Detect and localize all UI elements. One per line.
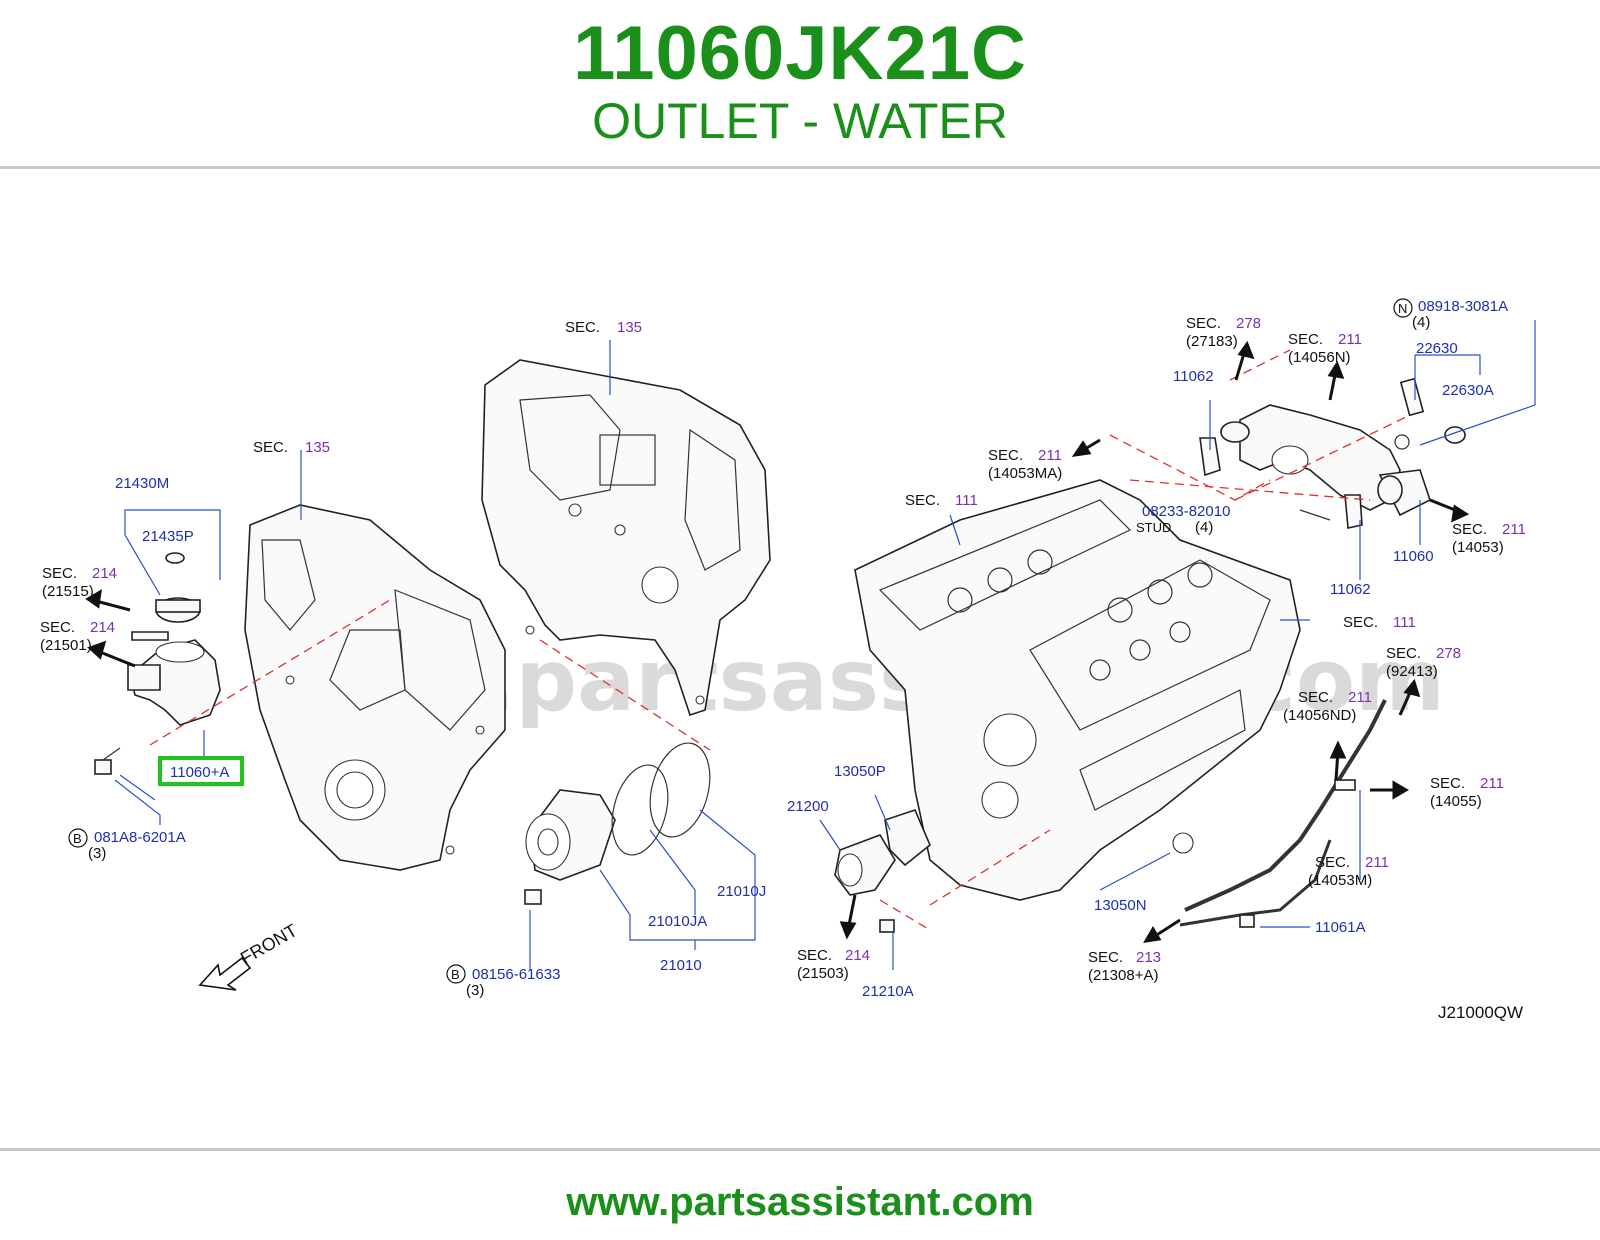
part-08918-3081A[interactable]: 08918-3081A [1418, 298, 1508, 315]
highlighted-part-label[interactable]: 11060+A [170, 764, 229, 781]
sec-word: SEC. [565, 319, 600, 336]
sec-211-b-sub: (14053MA) [988, 465, 1062, 482]
sec-211-c[interactable]: 211 [1502, 521, 1526, 538]
sec-word: SEC. [1386, 645, 1421, 662]
badge-n: N [1398, 301, 1407, 316]
sec-111-b[interactable]: 111 [1393, 614, 1416, 631]
sec-214-a-sub: (21515) [42, 583, 94, 600]
part-21010J[interactable]: 21010J [717, 883, 766, 900]
sec-word: SEC. [1430, 775, 1465, 792]
part-22630[interactable]: 22630 [1416, 340, 1458, 357]
b-badge-icon [446, 964, 466, 984]
part-11062-b[interactable]: 11062 [1330, 581, 1371, 598]
sec-213-sub: (21308+A) [1088, 967, 1158, 984]
sec-278-a[interactable]: 278 [1236, 315, 1261, 332]
sec-213[interactable]: 213 [1136, 949, 1161, 966]
footer-divider [0, 1148, 1600, 1151]
water-pipe-part [1172, 699, 1387, 928]
sec-135-lower[interactable]: 135 [305, 439, 330, 456]
part-11061A[interactable]: 11061A [1315, 919, 1366, 936]
upper-outlet-pipe-part [1199, 377, 1466, 529]
stud-label: STUD [1136, 520, 1171, 535]
sec-211-a[interactable]: 211 [1338, 331, 1362, 348]
sec-211-f[interactable]: 211 [1365, 854, 1389, 871]
leader-lines [114, 320, 1536, 970]
part-21210A[interactable]: 21210A [862, 983, 914, 1000]
sec-211-e-sub: (14055) [1430, 793, 1482, 810]
sec-211-d[interactable]: 211 [1348, 689, 1372, 706]
sec-111-a[interactable]: 111 [955, 492, 978, 509]
n-badge-icon [1393, 298, 1413, 318]
sec-214-b-sub: (21501) [40, 637, 92, 654]
sec-214-c-sub: (21503) [797, 965, 849, 982]
part-13050P[interactable]: 13050P [834, 763, 886, 780]
sec-word: SEC. [1288, 331, 1323, 348]
sec-278-b-sub: (92413) [1386, 663, 1438, 680]
sec-278-b[interactable]: 278 [1436, 645, 1461, 662]
qty-081A8: (3) [88, 845, 106, 862]
sec-word: SEC. [988, 447, 1023, 464]
sec-word: SEC. [1088, 949, 1123, 966]
part-21435P[interactable]: 21435P [142, 528, 194, 545]
sec-word: SEC. [40, 619, 75, 636]
part-21010JA[interactable]: 21010JA [648, 913, 707, 930]
b-badge-icon [68, 828, 88, 848]
header-divider [0, 166, 1600, 169]
sec-word: SEC. [253, 439, 288, 456]
diagram-code: J21000QW [1438, 1003, 1523, 1022]
sec-word: SEC. [1186, 315, 1221, 332]
qty-08156: (3) [466, 982, 484, 999]
direction-arrows [85, 340, 1470, 943]
sec-278-a-sub: (27183) [1186, 333, 1238, 350]
sec-211-d-sub: (14056ND) [1283, 707, 1356, 724]
water-outlet-part [94, 631, 221, 775]
sec-214-b[interactable]: 214 [90, 619, 115, 636]
qty-08918: (4) [1412, 314, 1430, 331]
front-direction-indicator: FRONT [198, 920, 301, 991]
badge-b: B [451, 967, 460, 982]
page-header: 11060JK21C OUTLET - WATER [0, 0, 1600, 168]
sec-word: SEC. [42, 565, 77, 582]
sec-word: SEC. [905, 492, 940, 509]
front-timing-cover [244, 504, 506, 871]
part-08233-82010[interactable]: 08233-82010 [1142, 503, 1230, 520]
rear-timing-cover [481, 359, 771, 717]
front-label: FRONT [237, 920, 301, 968]
radiator-cap-part [155, 552, 201, 623]
sec-word: SEC. [1298, 689, 1333, 706]
thermostat-housing-part [834, 809, 931, 933]
sec-211-a-sub: (14056N) [1288, 349, 1351, 366]
part-21200[interactable]: 21200 [787, 798, 829, 815]
part-11062-a[interactable]: 11062 [1173, 368, 1214, 385]
stud-qty: (4) [1195, 519, 1213, 536]
part-081A8-6201A[interactable]: 081A8-6201A [94, 829, 186, 846]
part-08156-61633[interactable]: 08156-61633 [472, 966, 560, 983]
sec-214-a[interactable]: 214 [92, 565, 117, 582]
part-21010[interactable]: 21010 [660, 957, 702, 974]
sec-214-c[interactable]: 214 [845, 947, 870, 964]
part-name-subtitle: OUTLET - WATER [592, 93, 1008, 149]
part-22630A[interactable]: 22630A [1442, 382, 1494, 399]
sec-word: SEC. [797, 947, 832, 964]
sec-211-e[interactable]: 211 [1480, 775, 1504, 792]
part-13050N[interactable]: 13050N [1094, 897, 1147, 914]
water-pump-part [524, 742, 711, 905]
sec-word: SEC. [1315, 854, 1350, 871]
callout-labels: SEC. 135 SEC. 135 21430M 21435P SEC. 214… [40, 298, 1526, 1000]
cylinder-block [854, 479, 1301, 901]
part-21430M[interactable]: 21430M [115, 475, 169, 492]
alignment-dashes [149, 349, 1411, 931]
sec-135-upper[interactable]: 135 [617, 319, 642, 336]
footer-url-link[interactable]: www.partsassistant.com [566, 1180, 1034, 1224]
sec-211-c-sub: (14053) [1452, 539, 1504, 556]
badge-b: B [73, 831, 82, 846]
part-number-title: 11060JK21C [573, 11, 1027, 96]
sec-word: SEC. [1343, 614, 1378, 631]
parts-diagram: www.partsassistant.com [40, 298, 1536, 1022]
part-11060[interactable]: 11060 [1393, 548, 1434, 565]
sec-211-f-sub: (14053M) [1308, 872, 1372, 889]
sec-211-b[interactable]: 211 [1038, 447, 1062, 464]
sec-word: SEC. [1452, 521, 1487, 538]
highlight-box[interactable] [158, 756, 244, 786]
